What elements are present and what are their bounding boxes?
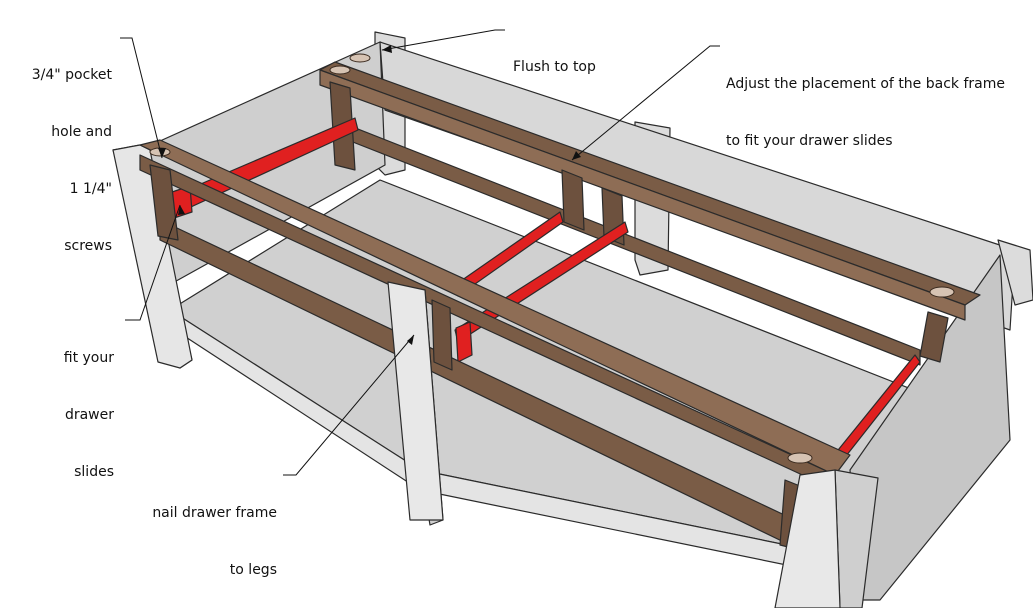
label-pocket-hole: 3/4" pocket hole and 1 1/4" screws (31, 67, 112, 254)
drawer-slide-mid2-bracket (455, 321, 473, 363)
label-nail-frame: nail drawer frame to legs (152, 505, 277, 578)
front-right-leg-face (774, 469, 841, 608)
leader-back-frame (571, 45, 720, 161)
front-frame-post-mid (431, 299, 453, 371)
back-frame-top-rail-face (319, 69, 966, 321)
leader-pocket-hole (120, 37, 163, 159)
back-frame-post-mid1 (561, 169, 585, 231)
back-right-corner-leg (997, 239, 1033, 306)
label-drawer-slides: fit your drawer slides (63, 350, 114, 480)
arrow-back-frame (572, 151, 581, 160)
front-frame-top-rail (139, 139, 851, 476)
leader-flush (381, 29, 505, 51)
pocket-hole-5 (787, 452, 813, 464)
arrow-nail-frame (407, 335, 414, 345)
pocket-hole-4 (929, 286, 955, 298)
back-frame-post-right (919, 311, 949, 363)
leader-nail-frame (283, 334, 415, 476)
front-frame-post-left (149, 164, 179, 241)
arrow-pocket-hole (158, 148, 166, 158)
pocket-hole-1 (329, 65, 351, 75)
arrow-drawer-slides (178, 205, 185, 215)
leader-drawer-slides (125, 204, 181, 321)
pocket-hole-2 (349, 53, 371, 63)
label-back-frame: Adjust the placement of the back frame t… (726, 76, 1005, 149)
front-middle-leg-face (387, 281, 444, 521)
label-flush-to-top: Flush to top (513, 59, 596, 75)
arrow-flush (382, 45, 392, 53)
